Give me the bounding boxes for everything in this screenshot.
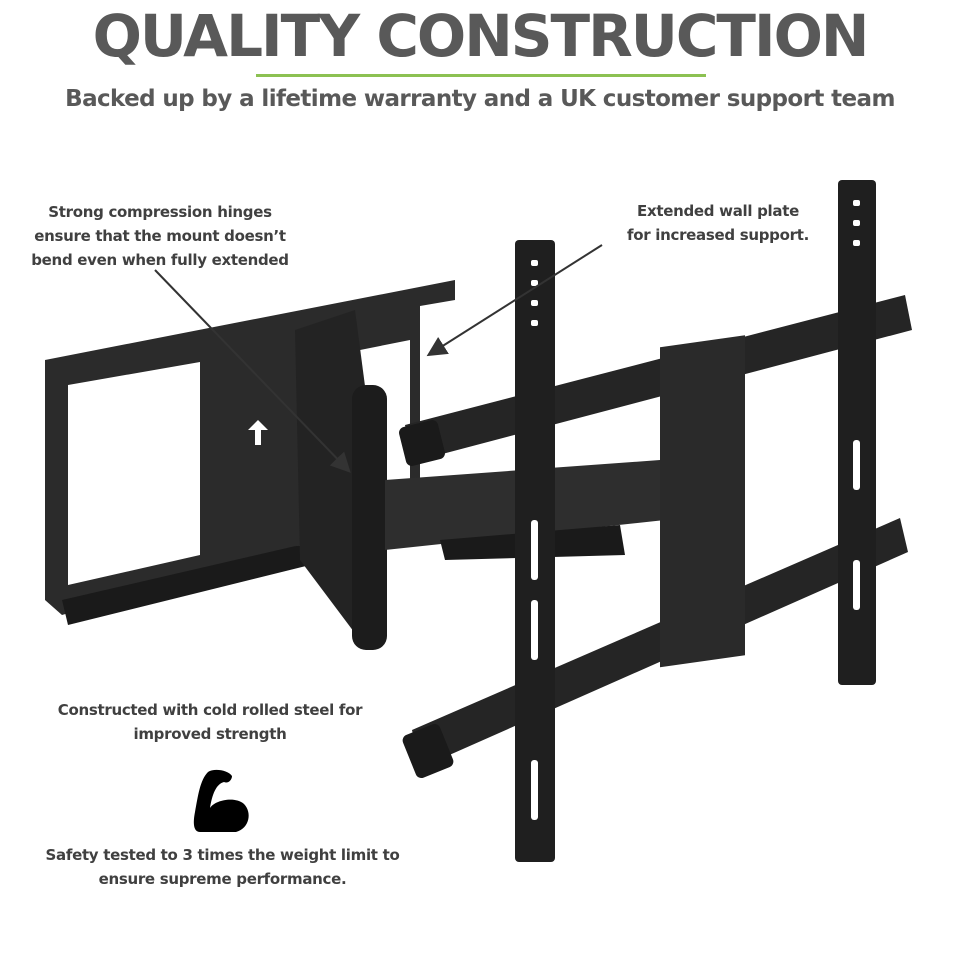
articulating-arm xyxy=(295,310,665,650)
hinge-callout-arrow xyxy=(154,269,351,473)
hinges-callout: Strong compression hinges ensure that th… xyxy=(10,200,310,272)
tv-bracket xyxy=(45,280,455,625)
wall-plate-callout: Extended wall plate for increased suppor… xyxy=(580,199,856,247)
flexed-bicep-icon xyxy=(193,769,249,832)
wall-plate-callout-line: for increased support. xyxy=(627,226,809,244)
page-subtitle: Backed up by a lifetime warranty and a U… xyxy=(65,86,895,112)
wall-plate-callout-line: Extended wall plate xyxy=(637,202,799,220)
steel-callout: Constructed with cold rolled steel for i… xyxy=(20,698,400,746)
wall-plate-callout-arrow xyxy=(426,244,603,357)
hinges-callout-line: Strong compression hinges xyxy=(48,203,272,221)
hinges-callout-line: ensure that the mount doesn’t xyxy=(34,227,286,245)
safety-callout: Safety tested to 3 times the weight limi… xyxy=(20,843,425,891)
vertical-bars xyxy=(515,180,876,862)
wall-plate xyxy=(660,335,745,668)
steel-callout-line: improved strength xyxy=(133,725,287,743)
page-title: QUALITY CONSTRUCTION xyxy=(92,2,870,70)
title-underline xyxy=(256,74,706,77)
steel-callout-line: Constructed with cold rolled steel for xyxy=(57,701,363,719)
hinges-callout-line: bend even when fully extended xyxy=(31,251,289,269)
safety-callout-line: Safety tested to 3 times the weight limi… xyxy=(45,846,400,864)
safety-callout-line: ensure supreme performance. xyxy=(98,870,347,888)
